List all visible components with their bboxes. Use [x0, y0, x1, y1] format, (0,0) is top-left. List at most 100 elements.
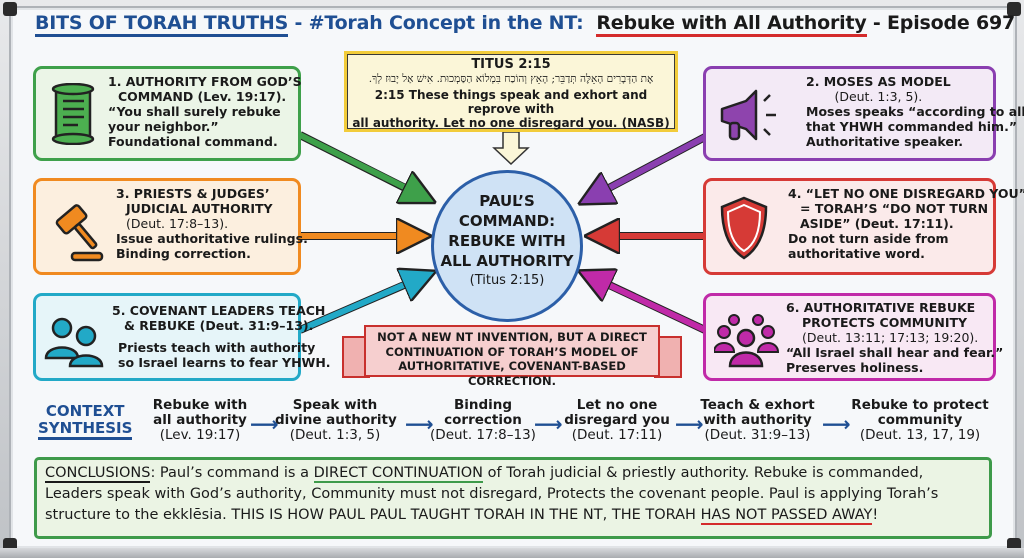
flow-arrow-icon: ⟶ [534, 412, 563, 436]
point-4-line: 4. “LET NO ONE DISREGARD YOU” [788, 186, 1024, 201]
flow-arrow-icon: ⟶ [250, 412, 279, 436]
verse-box: TITUS 2:15 אֶת הַדְּבָרִים הָאֵלֶּה תְּד… [344, 51, 678, 132]
point-3-line: JUDICIAL AUTHORITY [126, 201, 273, 216]
point-5-line: Priests teach with authority [118, 340, 316, 355]
flow-step-line: Rebuke with [152, 397, 248, 413]
context-label-line: SYNTHESIS [38, 419, 133, 437]
verse-down-arrow [492, 131, 530, 166]
conclusions-emphasis: DIRECT CONTINUATION [313, 465, 484, 483]
point-6-line: (Deut. 13:11; 17:13; 19:20). [802, 330, 979, 345]
banner-line: NOT A NEW NT INVENTION, BUT A DIRECT [377, 330, 647, 344]
conclusions-text: Paul’s command is a [155, 465, 314, 481]
flow-step-ref: (Deut. 17:11) [571, 427, 663, 443]
frame-corner [3, 2, 17, 16]
point-2-line: that YHWH commanded him.” [806, 119, 1018, 134]
point-3-line: 3. PRIESTS & JUDGES’ [116, 186, 270, 201]
people-icon [44, 317, 104, 368]
center-reference: (Titus 2:15) [469, 273, 545, 288]
flow-step-line: Binding [453, 397, 513, 413]
megaphone-icon [720, 89, 776, 141]
conclusions-colon: : [150, 465, 156, 481]
verse-reference: TITUS 2:15 [471, 57, 551, 72]
conclusions-text: of Torah judicial & priestly authority. … [45, 465, 939, 523]
series-title: BITS OF TORAH TRUTHS [35, 12, 288, 37]
flow-step-line: Let no one [576, 397, 658, 413]
point-4-line: ASIDE” (Deut. 17:11). [800, 216, 954, 231]
center-line: REBUKE WITH [448, 232, 566, 250]
episode-label: Episode 697 [887, 12, 1016, 34]
point-6-box: 6. AUTHORITATIVE REBUKE PROTECTS COMMUNI… [703, 293, 1003, 381]
point-6-line: 6. AUTHORITATIVE REBUKE [786, 300, 976, 315]
point-1-line: “You shall surely rebuke [108, 104, 281, 119]
conclusions-box: CONCLUSIONS: Paul’s command is a DIRECT … [34, 457, 992, 539]
conclusions-end: ! [872, 507, 879, 523]
point-1-line: Foundational command. [108, 134, 278, 149]
flow-arrow-icon: ⟶ [822, 412, 851, 436]
point-5-line: 5. COVENANT LEADERS TEACH [112, 303, 326, 318]
banner-line: AUTHORITATIVE, COVENANT-BASED CORRECTION… [398, 359, 626, 388]
marker-tray [0, 548, 1024, 558]
flow-step: Teach & exhort with authority (Deut. 31:… [700, 398, 815, 443]
community-icon [714, 314, 780, 368]
gavel-icon [55, 204, 104, 262]
point-1-line: COMMAND (Lev. 19:17). [118, 89, 287, 104]
flow-step-ref: (Deut. 13, 17, 19) [859, 427, 981, 443]
flow-step: Let no one disregard you (Deut. 17:11) [562, 398, 672, 443]
flow-step-line: community [877, 412, 963, 428]
shield-icon [720, 196, 768, 260]
flow-step-ref: (Deut. 1:3, 5) [289, 427, 381, 443]
flow-step-ref: (Lev. 19:17) [159, 427, 241, 443]
point-4-line: = TORAH’S “DO NOT TURN [800, 201, 989, 216]
point-2-box: 2. MOSES AS MODEL (Deut. 1:3, 5). Moses … [703, 66, 1024, 161]
continuation-banner: NOT A NEW NT INVENTION, BUT A DIRECT CON… [364, 325, 660, 388]
verse-english-2: all authority. Let no one disregard you.… [352, 116, 670, 130]
conclusions-emphasis: HAS NOT PASSED AWAY [700, 507, 873, 525]
central-concept: PAUL’S COMMAND: REBUKE WITH ALL AUTHORIT… [431, 170, 583, 322]
flow-step-line: divine authority [275, 412, 397, 428]
page-title: BITS OF TORAH TRUTHS - #Torah Concept in… [35, 12, 1015, 44]
point-3-line: (Deut. 17:8–13). [126, 216, 229, 231]
verse-english-1: 2:15 These things speak and exhort and r… [374, 88, 648, 116]
center-line: ALL AUTHORITY [440, 252, 574, 270]
point-4-box: 4. “LET NO ONE DISREGARD YOU” = TORAH’S … [703, 178, 1024, 275]
scroll-icon [51, 83, 95, 145]
point-2-line: 2. MOSES AS MODEL [806, 74, 951, 89]
topic-title: #Torah Concept in the NT: [308, 12, 584, 34]
point-4-line: Do not turn aside from [788, 231, 949, 246]
flow-arrow-icon: ⟶ [405, 412, 434, 436]
banner-line: CONTINUATION OF TORAH’S MODEL OF [385, 344, 639, 359]
point-1-box: 1. AUTHORITY FROM GOD’S COMMAND (Lev. 19… [33, 66, 302, 161]
point-6-line: Preserves holiness. [786, 360, 924, 375]
flow-step-line: Speak with [292, 397, 378, 413]
point-5-line: & REBUKE (Deut. 31:9–13). [123, 318, 314, 333]
point-3-box: 3. PRIESTS & JUDGES’ JUDICIAL AUTHORITY … [33, 178, 308, 275]
flow-step: Rebuke with all authority (Lev. 19:17) [150, 398, 250, 443]
center-line: PAUL’S [479, 192, 535, 210]
point-5-box: 5. COVENANT LEADERS TEACH & REBUKE (Deut… [33, 293, 331, 381]
flow-step-line: disregard you [564, 412, 670, 428]
subject-title: Rebuke with All Authority [596, 12, 867, 37]
point-3-line: Issue authoritative rulings. [116, 231, 308, 246]
flow-step: Speak with divine authority (Deut. 1:3, … [275, 397, 397, 443]
title-separator: - [866, 12, 888, 34]
flow-arrow-icon: ⟶ [675, 412, 704, 436]
flow-step-line: Teach & exhort [700, 397, 815, 413]
frame-corner [1007, 2, 1021, 16]
flow-step-line: with authority [703, 412, 812, 428]
point-1-line: your neighbor.” [108, 119, 219, 134]
flow-step-ref: (Deut. 17:8–13) [430, 427, 536, 443]
point-3-line: Binding correction. [116, 246, 251, 261]
flow-step: Binding correction (Deut. 17:8–13) [428, 398, 538, 443]
point-2-line: Authoritative speaker. [806, 134, 964, 149]
flow-step-line: all authority [153, 412, 247, 428]
title-separator: - [288, 12, 309, 34]
conclusions-label: CONCLUSIONS [45, 465, 151, 483]
context-synthesis-label: CONTEXT SYNTHESIS [38, 402, 133, 440]
point-5-line: so Israel learns to fear YHWH. [118, 355, 331, 370]
verse-hebrew: אֶת הַדְּבָרִים הָאֵלֶּה תְּדַבֵּר; הָאֵ… [368, 73, 654, 85]
point-4-line: authoritative word. [788, 246, 925, 261]
flow-step-line: Rebuke to protect [851, 397, 989, 413]
context-label-line: CONTEXT [45, 402, 125, 420]
center-line: COMMAND: [458, 212, 556, 230]
